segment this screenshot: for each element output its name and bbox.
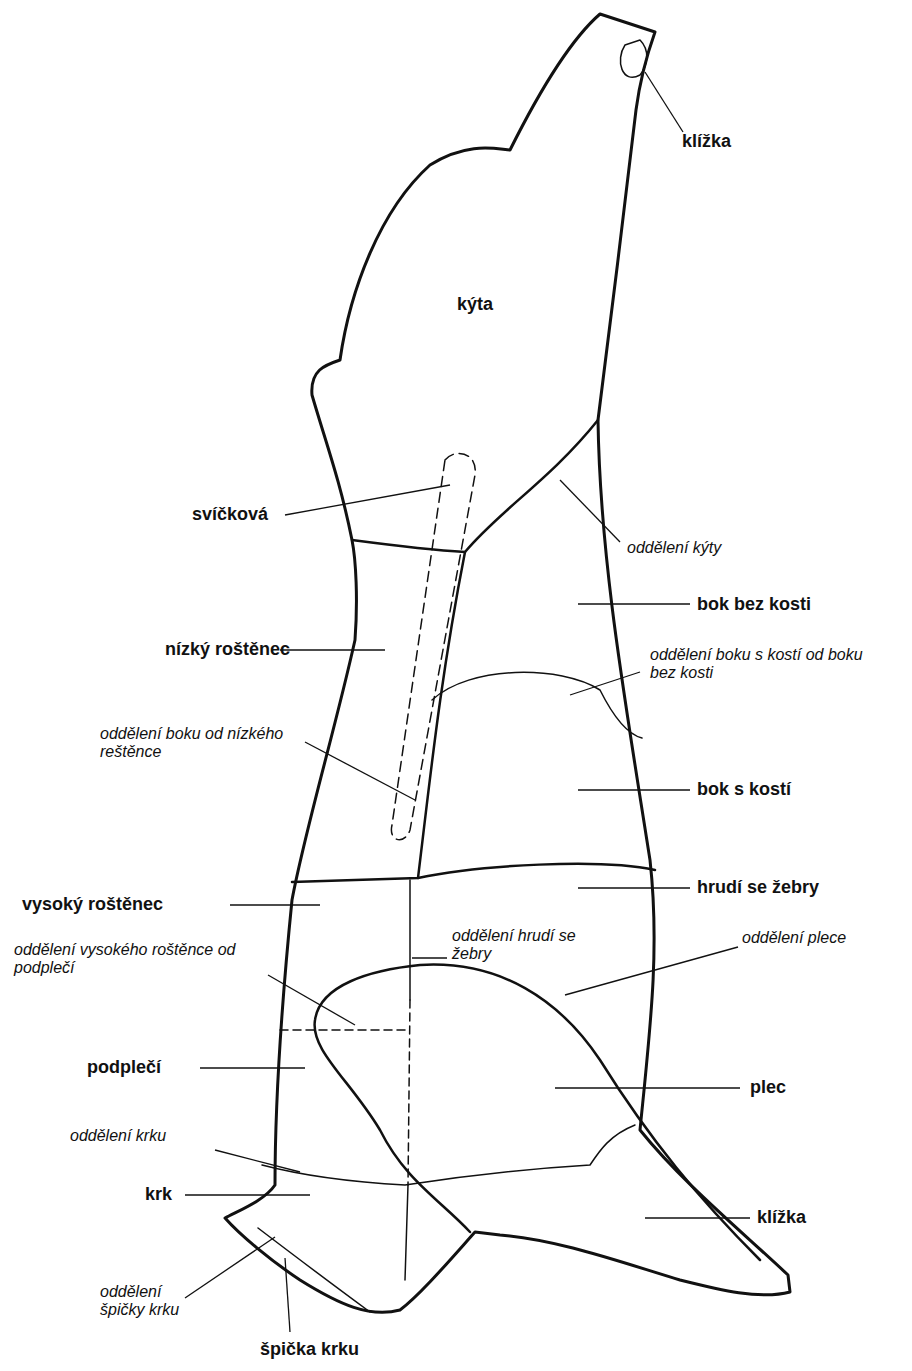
tenderloin-outline (391, 453, 475, 839)
separation-note: oddělení špičky krku (98, 1282, 212, 1320)
cut-line (432, 672, 642, 738)
separation-note: oddělení vysokého roštěnce od podplečí (12, 940, 271, 978)
cut-name: vysoký roštěnec (20, 893, 165, 916)
separation-note: oddělení boku s kostí od boku bez kosti (648, 645, 892, 683)
cut-name: hrudí se žebry (695, 876, 821, 899)
cut-name: špička krku (258, 1338, 361, 1361)
leader-line (570, 672, 640, 695)
leader-line (215, 1150, 300, 1172)
leader-line (578, 789, 690, 790)
cut-name: klížka (680, 130, 733, 153)
shank-loop (620, 40, 646, 77)
separation-note: oddělení krku (68, 1126, 168, 1146)
cut-line (409, 880, 411, 1000)
leader-line (560, 480, 620, 542)
cut-name: bok bez kosti (695, 593, 813, 616)
cut-name: bok s kostí (695, 778, 793, 801)
leader-line (555, 1087, 740, 1088)
leader-line (578, 887, 690, 888)
leader-line (185, 1194, 310, 1195)
leader-line (185, 1237, 275, 1298)
cut-name: plec (748, 1076, 788, 1099)
cut-line (258, 1228, 370, 1312)
separation-note: oddělení boku od nízkého reštěnce (98, 724, 312, 762)
cut-name: svíčková (190, 503, 270, 526)
leader-line (200, 1067, 305, 1068)
cut-name: nízký roštěnec (163, 638, 292, 661)
leader-line (230, 904, 320, 905)
leader-line (305, 742, 415, 800)
leader-line (285, 485, 450, 515)
leader-line (280, 649, 385, 650)
leader-line (565, 947, 738, 995)
cut-name: podplečí (85, 1056, 163, 1079)
cut-name: krk (143, 1183, 174, 1206)
cut-line (352, 420, 598, 552)
shoulder-outline (315, 965, 760, 1260)
leader-line (645, 72, 683, 132)
cut-line-dashed (280, 1029, 410, 1031)
cut-name: kýta (455, 293, 495, 316)
separation-note: oddělení plece (740, 928, 848, 948)
leader-line (412, 957, 447, 958)
cut-line (405, 1185, 408, 1280)
separation-note: oddělení hrudí se žebry (450, 926, 604, 964)
cut-line (292, 864, 655, 882)
cut-line (262, 1125, 635, 1185)
carcass-outline (225, 14, 790, 1312)
leader-line (285, 1258, 290, 1332)
cut-line-dashed (408, 1000, 410, 1185)
cut-name: klížka (755, 1206, 808, 1229)
cut-line (418, 552, 465, 878)
leader-line (645, 1217, 750, 1218)
leader-line (268, 975, 355, 1025)
leader-lines (185, 72, 750, 1332)
leader-line (578, 603, 690, 604)
separation-note: oddělení kýty (625, 538, 723, 558)
